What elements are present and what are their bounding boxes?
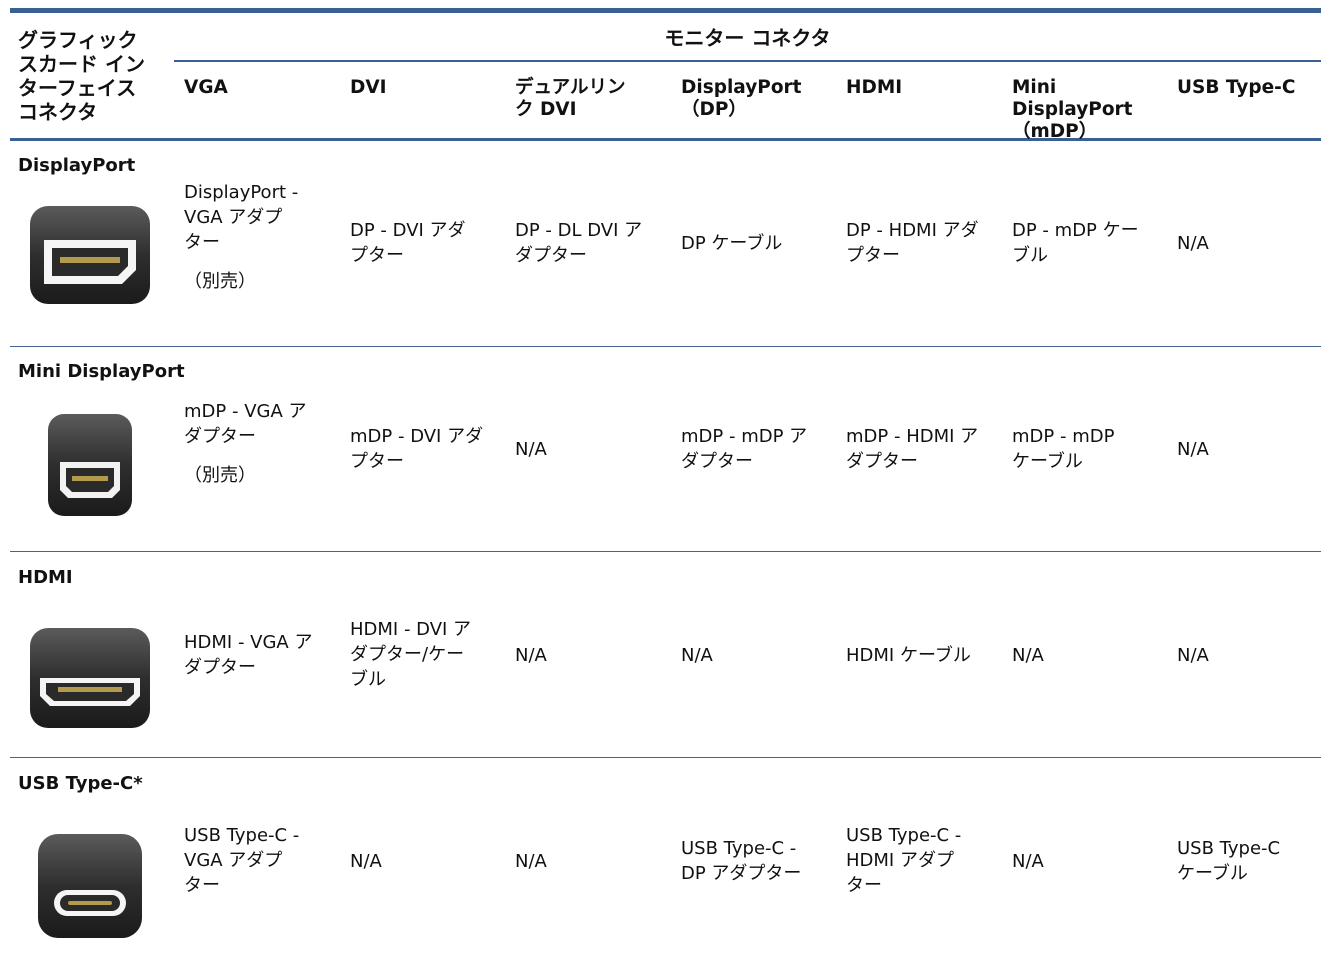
compatibility-table: グラフィック スカード イン ターフェイス コネクタ モニター コネクタ VGA… [10, 0, 1321, 961]
cell-mini-displayport-mini-displayport: mDP - mDP ケーブル [1012, 426, 1115, 472]
header-bottom-rule [10, 138, 1321, 141]
displayport-connector-icon [30, 206, 150, 304]
cell-usb-type-c-displayport: USB Type-C - DP アダプター [681, 838, 802, 884]
cell-mini-displayport-vga: mDP - VGA ア ダプター（別売） [184, 399, 334, 488]
row-label-usb-type-c: USB Type-C* [18, 773, 143, 794]
cell-usb-type-c-usb-type-c: USB Type-C ケーブル [1177, 838, 1281, 884]
col-header-dual-link-dvi: デュアルリン ク DVI [515, 77, 626, 120]
cell-usb-type-c-vga: USB Type-C - VGA アダプ ター [184, 825, 300, 896]
table-top-rule [10, 8, 1321, 13]
cell-hdmi-dual-link-dvi: N/A [515, 645, 547, 666]
cell-hdmi-vga: HDMI - VGA ア ダプター [184, 632, 313, 678]
row-divider [10, 346, 1321, 347]
col-header-displayport: DisplayPort （DP） [681, 77, 802, 120]
cell-mini-displayport-dvi: mDP - DVI アダ プター [350, 426, 484, 472]
cell-displayport-vga: DisplayPort - VGA アダプ ター（別売） [184, 180, 334, 294]
usb-type-c-connector-icon [38, 834, 142, 938]
cell-displayport-mini-displayport: DP - mDP ケー ブル [1012, 220, 1139, 266]
cell-mini-displayport-hdmi: mDP - HDMI ア ダプター [846, 426, 979, 472]
cell-usb-type-c-dvi: N/A [350, 851, 382, 872]
cell-hdmi-dvi: HDMI - DVI ア ダプター/ケー ブル [350, 619, 472, 690]
mini-displayport-connector-icon [48, 414, 132, 516]
cell-displayport-dvi: DP - DVI アダ プター [350, 220, 466, 266]
cell-displayport-displayport: DP ケーブル [681, 233, 783, 254]
col-header-dvi: DVI [350, 77, 387, 98]
cell-usb-type-c-dual-link-dvi: N/A [515, 851, 547, 872]
sold-separately-note: （別売） [184, 271, 256, 292]
col-header-usb-type-c: USB Type-C [1177, 77, 1296, 98]
monitor-connector-group-header: モニター コネクタ [664, 26, 831, 50]
group-header-rule [174, 60, 1321, 62]
col-header-hdmi: HDMI [846, 77, 903, 98]
cell-hdmi-mini-displayport: N/A [1012, 645, 1044, 666]
hdmi-connector-icon [30, 628, 150, 728]
cell-hdmi-usb-type-c: N/A [1177, 645, 1209, 666]
cell-displayport-usb-type-c: N/A [1177, 233, 1209, 254]
cell-mini-displayport-displayport: mDP - mDP ア ダプター [681, 426, 808, 472]
cell-displayport-hdmi: DP - HDMI アダ プター [846, 220, 979, 266]
col-header-mini-displayport: Mini DisplayPort （mDP） [1012, 77, 1133, 142]
row-label-mini-displayport: Mini DisplayPort [18, 361, 185, 382]
cell-hdmi-displayport: N/A [681, 645, 713, 666]
row-label-hdmi: HDMI [18, 567, 73, 588]
cell-mini-displayport-usb-type-c: N/A [1177, 439, 1209, 460]
col-header-vga: VGA [184, 77, 228, 98]
cell-displayport-dual-link-dvi: DP - DL DVI ア ダプター [515, 220, 643, 266]
cell-hdmi-hdmi: HDMI ケーブル [846, 645, 971, 666]
cell-usb-type-c-mini-displayport: N/A [1012, 851, 1044, 872]
row-divider [10, 757, 1321, 758]
row-label-displayport: DisplayPort [18, 155, 136, 176]
sold-separately-note: （別売） [184, 465, 256, 486]
corner-header: グラフィック スカード イン ターフェイス コネクタ [18, 28, 145, 124]
row-divider [10, 551, 1321, 552]
cell-usb-type-c-hdmi: USB Type-C - HDMI アダプ ター [846, 825, 962, 896]
cell-mini-displayport-dual-link-dvi: N/A [515, 439, 547, 460]
